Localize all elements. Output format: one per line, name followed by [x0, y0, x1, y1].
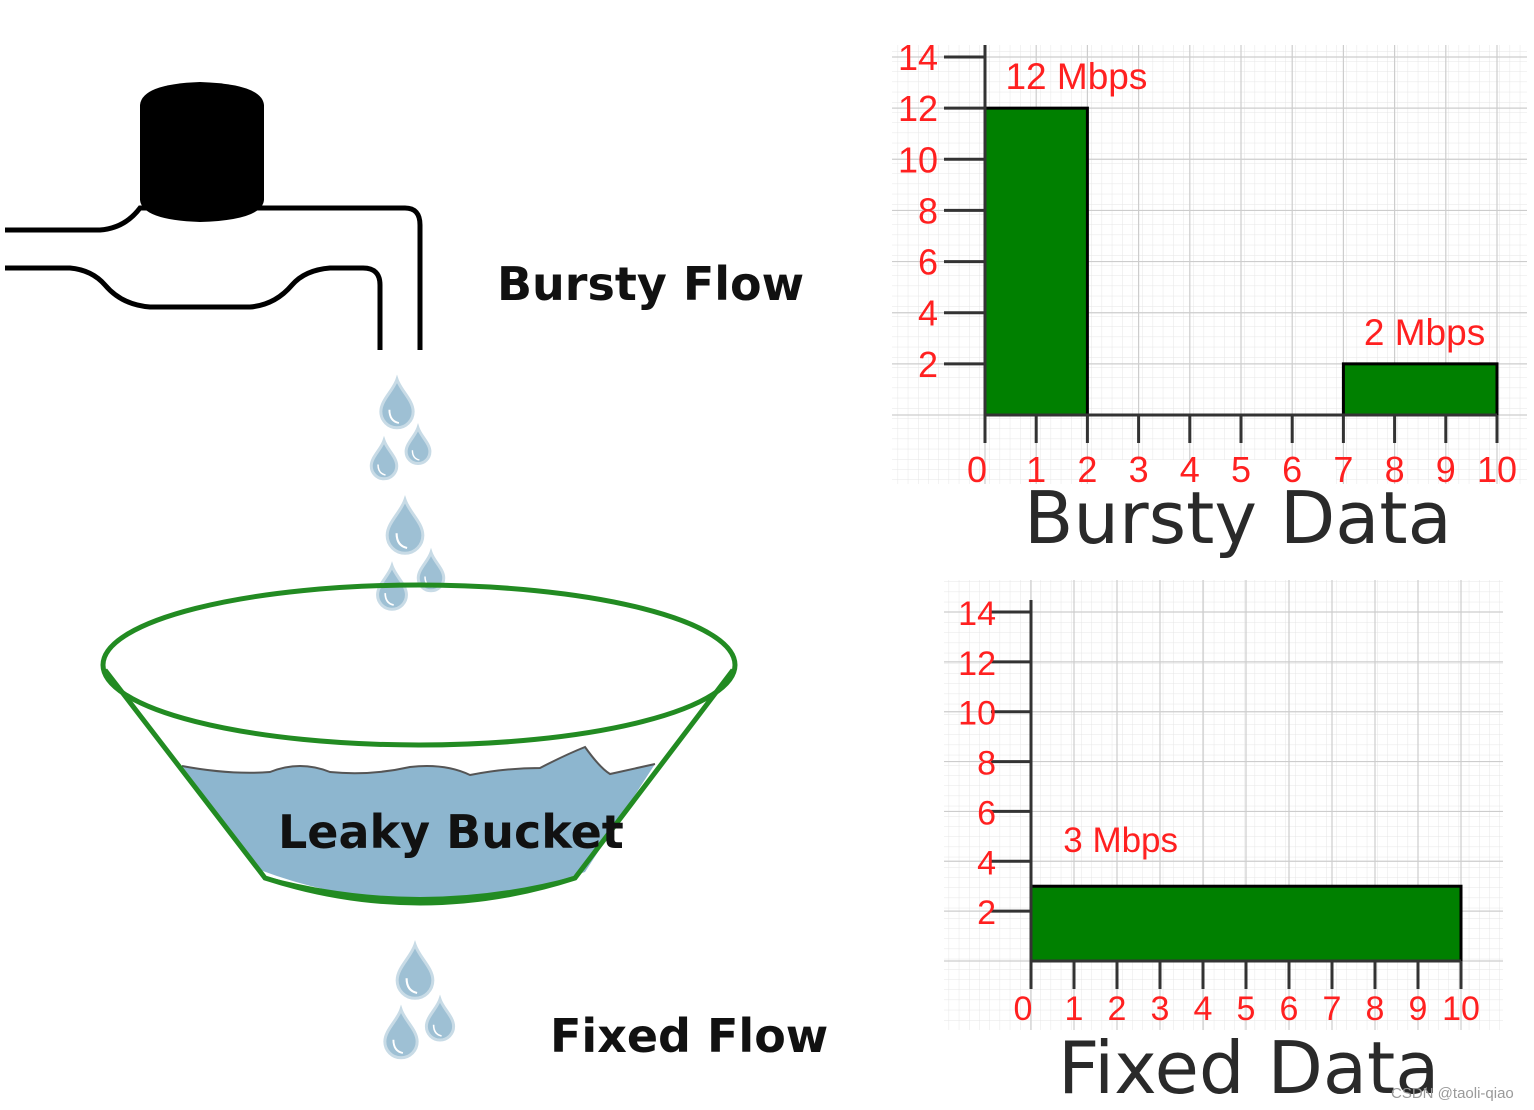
x-tick-label: 1	[1065, 990, 1084, 1028]
y-tick-label: 2	[918, 344, 938, 385]
x-tick-label: 0	[1014, 990, 1033, 1028]
x-tick-label: 5	[1237, 990, 1256, 1028]
y-tick-label: 8	[918, 190, 938, 231]
faucet-icon	[5, 82, 423, 350]
x-tick-label: 9	[1409, 990, 1428, 1028]
x-tick-label: 0	[967, 449, 987, 490]
water-drop-icon	[395, 939, 435, 1000]
y-tick-label: 8	[977, 745, 996, 783]
fixed-flow-label: Fixed Flow	[550, 1009, 828, 1063]
y-tick-label: 12	[958, 645, 996, 683]
x-tick-label: 6	[1280, 990, 1299, 1028]
bar-data-label: 3 Mbps	[1063, 821, 1178, 860]
x-tick-label: 3	[1129, 449, 1149, 490]
x-tick-label: 4	[1180, 449, 1200, 490]
y-tick-label: 4	[918, 293, 938, 334]
chart-bar	[1341, 362, 1499, 417]
x-tick-label: 10	[1442, 990, 1480, 1028]
chart-bar	[983, 106, 1089, 417]
chart-bar	[1029, 884, 1463, 963]
x-tick-label: 7	[1333, 449, 1353, 490]
x-tick-label: 3	[1151, 990, 1170, 1028]
water-drop-icon	[404, 423, 432, 465]
y-tick-label: 14	[898, 37, 938, 78]
x-tick-label: 10	[1477, 449, 1517, 490]
y-tick-label: 12	[898, 88, 938, 129]
water-drop-icon	[385, 494, 425, 555]
x-tick-label: 4	[1194, 990, 1213, 1028]
y-tick-label: 4	[977, 844, 996, 882]
bar-data-label: 12 Mbps	[1005, 56, 1147, 97]
y-tick-label: 6	[918, 242, 938, 283]
x-tick-label: 2	[1077, 449, 1097, 490]
y-tick-label: 2	[977, 894, 996, 932]
water-drop-icon	[379, 374, 415, 430]
leaky-bucket-label: Leaky Bucket	[278, 805, 624, 859]
bursty-flow-label: Bursty Flow	[497, 257, 804, 311]
bucket-icon	[100, 582, 738, 906]
bar-data-label: 2 Mbps	[1364, 312, 1485, 353]
water-drop-icon	[424, 994, 456, 1042]
water-drops-top	[369, 374, 446, 611]
y-tick-label: 6	[977, 794, 996, 832]
water-drops-bottom	[383, 939, 456, 1060]
watermark: CSDN @taoli-qiao	[1391, 1085, 1514, 1102]
y-tick-label: 10	[898, 139, 938, 180]
water-drop-icon	[383, 1004, 419, 1060]
x-tick-label: 6	[1282, 449, 1302, 490]
x-tick-label: 8	[1366, 990, 1385, 1028]
bursty-data-title: Bursty Data	[1024, 476, 1452, 560]
y-tick-label: 10	[958, 695, 996, 733]
x-tick-label: 8	[1385, 449, 1405, 490]
y-tick-label: 14	[958, 595, 996, 633]
x-tick-label: 9	[1436, 449, 1456, 490]
water-drop-icon	[369, 435, 399, 481]
x-tick-label: 5	[1231, 449, 1251, 490]
fixed-data-title: Fixed Data	[1058, 1026, 1439, 1110]
x-tick-label: 1	[1026, 449, 1046, 490]
leaky-bucket-diagram: Bursty Flow Leaky Bucket Fixed Flow	[5, 82, 828, 1063]
x-tick-label: 2	[1108, 990, 1127, 1028]
x-tick-label: 7	[1323, 990, 1342, 1028]
grid-gap	[1090, 460, 1336, 484]
